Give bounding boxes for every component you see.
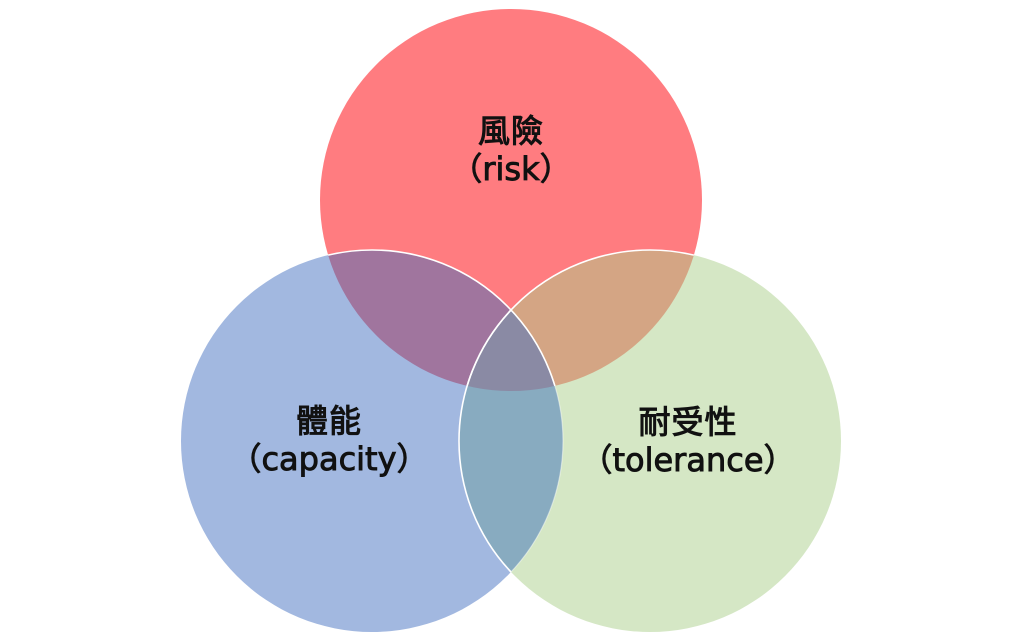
tolerance-inner-outline-arc <box>458 250 563 632</box>
capacity-label: 體能 （capacity） <box>229 402 429 479</box>
risk-capacity-overlap <box>320 250 563 391</box>
capacity-label-chinese: 體能 <box>295 402 363 440</box>
tolerance-label: 耐受性 （tolerance） <box>580 403 796 480</box>
risk-label-english: （risk） <box>450 149 572 188</box>
risk-label-chinese: 風險 <box>477 112 545 150</box>
capacity-label-english: （capacity） <box>229 439 429 478</box>
tolerance-label-chinese: 耐受性 <box>638 403 738 441</box>
tolerance-outline-arc <box>458 249 702 391</box>
capacity-outline-arc <box>320 249 564 391</box>
risk-label: 風險 （risk） <box>450 112 572 189</box>
tolerance-label-english: （tolerance） <box>580 440 796 479</box>
risk-tolerance-overlap <box>459 250 702 391</box>
capacity-inner-outline-arc <box>459 250 564 632</box>
